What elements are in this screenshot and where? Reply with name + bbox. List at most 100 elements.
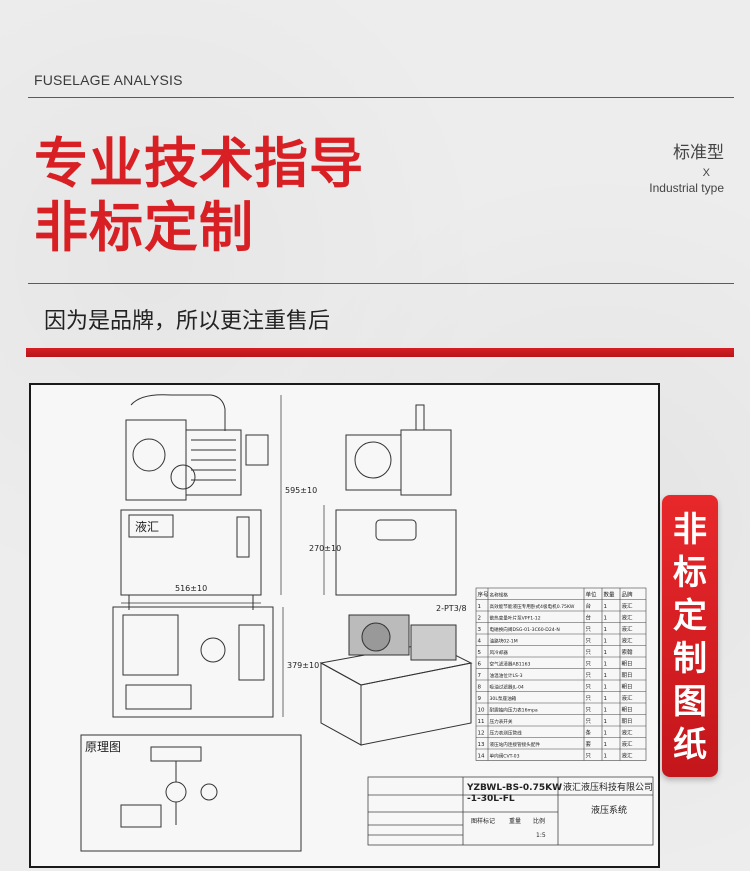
bom-table: 序号名称规格 单位数量品牌 1 高效能节能液压专用卧式4极电机0.75KW 台 1 液汇 2 散… (475, 587, 647, 761)
bom-cell: 1 (604, 685, 608, 691)
bom-border (475, 587, 647, 761)
bom-cell: 液汇 (622, 637, 634, 645)
bom-cell: 8 (478, 685, 482, 691)
subline: 因为是品牌，所以更注重售后 (44, 309, 331, 334)
bom-cell: 液汇 (622, 740, 634, 748)
side-info: 标准型 X Industrial type (649, 138, 724, 195)
bom-cell: 1 (604, 616, 608, 622)
schematic (80, 734, 302, 852)
side-title: 标准型 (673, 143, 724, 162)
bom-cell: 7 (478, 673, 482, 679)
company-name: 液汇液压科技有限公司 (563, 781, 653, 793)
custom-drawing-badge: 非标定制图纸 (662, 495, 718, 777)
bom-cell: 12 (478, 731, 485, 737)
bom-cell: 13 (478, 742, 485, 748)
bom-cell: 只 (586, 649, 592, 656)
bom-cell: 1 (604, 673, 608, 679)
model-line-1: YZBWL-BS-0.75KW (466, 783, 562, 793)
bom-header-cell: 数量 (604, 591, 616, 599)
bom-cell: 液汇 (622, 614, 634, 622)
bom-cell: 9 (478, 696, 482, 702)
side-x: X (702, 167, 710, 179)
bom-cell: 1 (604, 696, 608, 702)
bom-cell: 台 (586, 602, 592, 610)
bom-header-cell: 名称规格 (490, 592, 509, 599)
bom-cell: 液汇 (622, 694, 634, 702)
dim-depth: 379±10 (287, 661, 319, 670)
bom-cell: 3 (478, 627, 482, 633)
headline-line-2: 非标定制 (34, 196, 254, 259)
bom-cell: 2 (478, 616, 482, 622)
bom-cell: 1 (604, 639, 608, 645)
bom-header-cell: 品牌 (622, 591, 634, 599)
dim-height: 595±10 (285, 486, 317, 495)
bom-cell: 朝日 (622, 684, 633, 691)
bom-cell: 液压站内连接管接头配件 (490, 741, 541, 748)
top-divider (28, 97, 734, 98)
bom-cell: 1 (604, 627, 608, 633)
bom-cell: 朝日 (622, 672, 633, 679)
bom-cell: 朝日 (622, 718, 633, 725)
bom-cell: 1 (604, 719, 608, 725)
bom-cell: 索翰 (622, 648, 634, 656)
bom-cell: 高效能节能液压专用卧式4极电机0.75KW (490, 603, 575, 610)
bom-cell: 朝日 (622, 661, 633, 668)
middle-divider (28, 283, 734, 284)
bom-cell: 朝日 (622, 707, 633, 714)
drawing-svg: 液汇 595±10 516±10 270±10 379±10 (80, 394, 654, 852)
bom-cell: 液汇 (622, 752, 634, 760)
bom-cell: 1 (604, 650, 608, 656)
dim-width: 516±10 (175, 584, 207, 593)
bom-cell: 压力表开关 (490, 718, 513, 725)
bom-cell: 1 (478, 604, 482, 610)
bom-cell: 只 (586, 718, 592, 725)
bom-cell: 6 (478, 662, 482, 668)
bom-cell: 套 (586, 740, 592, 748)
bom-cell: 条 (586, 729, 592, 737)
bom-cell: 只 (586, 672, 592, 679)
bom-cell: 散热变量叶片泵VPF1-12 (490, 615, 541, 622)
title-mid-2: 重量 (509, 817, 521, 825)
bom-cell: 液汇 (622, 729, 634, 737)
schematic-title: 原理图 (85, 740, 121, 754)
bom-cell: 耐震抽向压力表16mpa (490, 707, 538, 714)
dim-tank-height: 270±10 (309, 544, 341, 553)
bom-cell: 压力表测压管线 (490, 730, 523, 737)
red-accent-bar (26, 348, 734, 357)
model-line-2: -1-30L-FL (467, 794, 515, 804)
system-name: 液压系统 (591, 804, 627, 816)
headline-line-1: 专业技术指导 (34, 132, 364, 195)
bom-cell: 30L泵座油箱 (490, 695, 517, 702)
section-kicker: FUSELAGE ANALYSIS (34, 72, 183, 88)
bom-cell: 1 (604, 731, 608, 737)
bom-cell: 只 (586, 695, 592, 702)
side-english: Industrial type (649, 181, 724, 195)
bom-cell: 只 (586, 753, 592, 760)
bom-header-cell: 序号 (478, 591, 490, 599)
bom-cell: 10 (478, 708, 485, 714)
isometric-view (319, 614, 473, 746)
bom-cell: 只 (586, 661, 592, 668)
bom-cell: 5 (478, 650, 482, 656)
bom-cell: 14 (478, 754, 485, 760)
bom-cell: 风冷却器 (490, 649, 509, 656)
bom-cell: 4 (478, 639, 482, 645)
bom-cell: 台 (586, 614, 592, 622)
bom-cell: 1 (604, 754, 608, 760)
scale: 1:5 (536, 832, 546, 839)
title-mid-1: 图样标记 (471, 817, 495, 825)
bom-header-cell: 单位 (586, 591, 598, 599)
bom-cell: 1 (604, 708, 608, 714)
title-block (367, 776, 654, 846)
side-view (323, 404, 457, 596)
bom-cell: 只 (586, 684, 592, 691)
bom-cell: 单向阀CVT-03 (490, 753, 520, 760)
bom-cell: 只 (586, 626, 592, 633)
title-mid-3: 比例 (533, 817, 545, 825)
port-label: 2-PT3/8 (436, 604, 467, 613)
bom-cell: 电磁换向阀DSG-01-3C60-D24-N (490, 626, 560, 633)
bom-cell: 1 (604, 662, 608, 668)
tank-label: 液汇 (135, 519, 159, 534)
top-view (112, 606, 284, 718)
bom-cell: 只 (586, 707, 592, 714)
